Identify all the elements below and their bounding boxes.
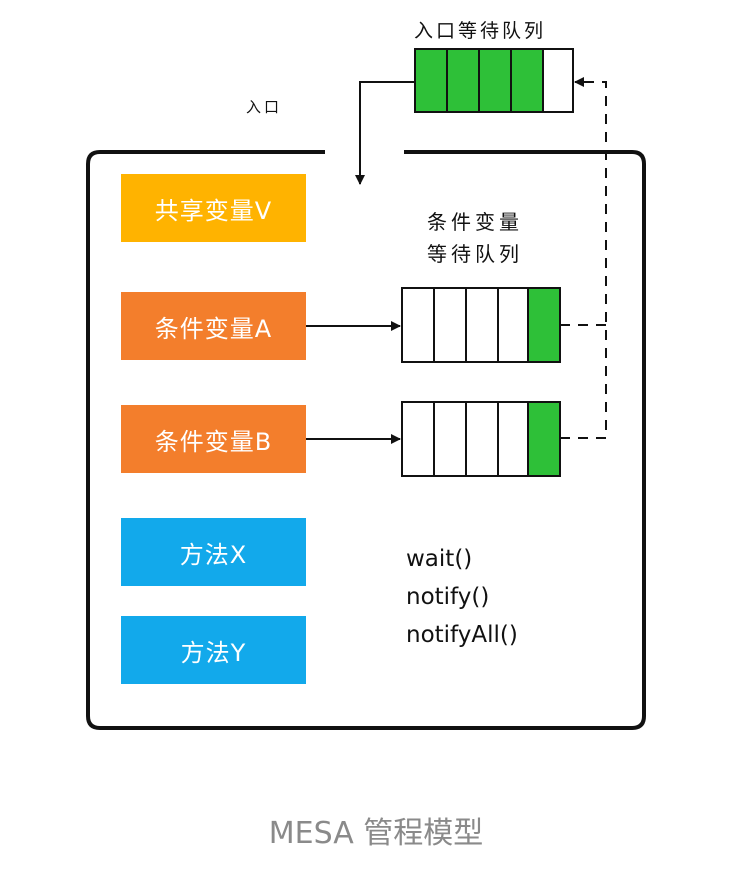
condition-queue-label-line2: 等待队列: [427, 242, 523, 266]
entry-queue-label: 入口等待队列: [414, 20, 547, 42]
monitor-boundary: [86, 150, 646, 730]
method-notify: notify(): [406, 584, 490, 610]
method-list: wait() notify() notifyAll(): [406, 540, 518, 654]
method-y-box: 方法Y: [121, 616, 306, 684]
method-wait: wait(): [406, 546, 473, 572]
condition-variable-a-box: 条件变量A: [121, 292, 306, 360]
condition-queue-a: [401, 287, 561, 363]
condition-variable-b-box: 条件变量B: [121, 405, 306, 473]
entry-arrow: [355, 81, 415, 185]
requeue-dashed-b: [560, 77, 607, 439]
figure-caption: MESA 管程模型: [268, 816, 484, 851]
condition-queue-b: [401, 401, 561, 477]
method-x-box: 方法X: [121, 518, 306, 586]
method-notify-all: notifyAll(): [406, 622, 518, 648]
entry-label: 入口: [246, 98, 283, 116]
entry-queue: [414, 48, 574, 113]
condition-queue-label-line1: 条件变量: [427, 210, 523, 234]
shared-variable-box: 共享变量V: [121, 174, 306, 242]
